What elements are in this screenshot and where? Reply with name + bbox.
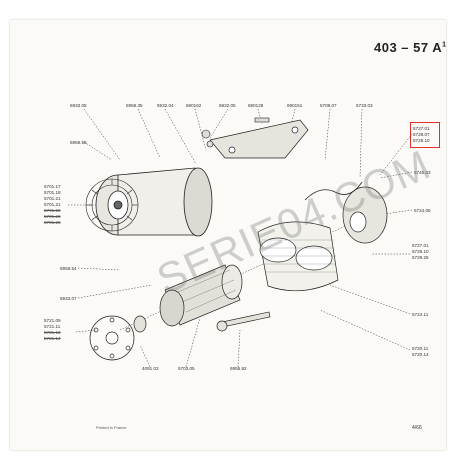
ref-label: 5721.11 (44, 324, 61, 329)
highlighted-ref-group: 5727.01 5728.07 5728.10 (410, 122, 440, 148)
ref-label: 5727.01 (412, 243, 429, 248)
ref-label: 5701.17 (44, 184, 61, 189)
ref-label-struck: 5701.22 (44, 208, 61, 213)
ref-label: 690128 (248, 103, 264, 108)
ref-label: 5728.10 (412, 249, 429, 254)
ref-label-struck: 5721.13 (44, 330, 61, 335)
ref-label: 5729.25 (412, 255, 429, 260)
ref-label: 5728.10 (413, 138, 430, 143)
ref-label: 5745.03 (414, 170, 431, 175)
ref-label: 5733.03 (356, 103, 373, 108)
ref-label: 6933.08 (70, 103, 87, 108)
ref-label: 5727.01 (413, 126, 430, 131)
ref-label: 5708.07 (320, 103, 337, 108)
ref-label: 5932.04 (157, 103, 174, 108)
ref-label: 5958.35 (126, 103, 143, 108)
ref-label: 690162 (186, 103, 202, 108)
print-note: Printed in France (96, 425, 127, 430)
ref-label: 6958.54 (60, 266, 77, 271)
ref-label: 6933.07 (60, 296, 77, 301)
page-title: 403 – 57 A1 (374, 40, 447, 55)
ref-label-struck: 5701.25 (44, 220, 61, 225)
ref-label-struck: 5721.14 (44, 336, 61, 341)
ref-label: 5720.11 (412, 346, 429, 351)
ref-label: 5701.21 (44, 202, 61, 207)
ref-label: 690151 (287, 103, 303, 108)
ref-label-struck: 5701.23 (44, 214, 61, 219)
ref-label: 5958.55 (70, 140, 87, 145)
ref-label: 5728.07 (413, 132, 430, 137)
ref-label: 5721.09 (44, 318, 61, 323)
ref-label: 5701.18 (44, 190, 61, 195)
ref-label: 5720.14 (412, 352, 429, 357)
ref-label: 5724.05 (414, 208, 431, 213)
page-number: 4/66 (412, 425, 422, 431)
ref-label: 6955.92 (230, 366, 247, 371)
ref-label: 5701.21 (44, 196, 61, 201)
ref-label: 5703.05 (178, 366, 195, 371)
ref-label: 4091.03 (142, 366, 159, 371)
ref-label: 6932.05 (219, 103, 236, 108)
ref-label: 5724.11 (412, 312, 429, 317)
